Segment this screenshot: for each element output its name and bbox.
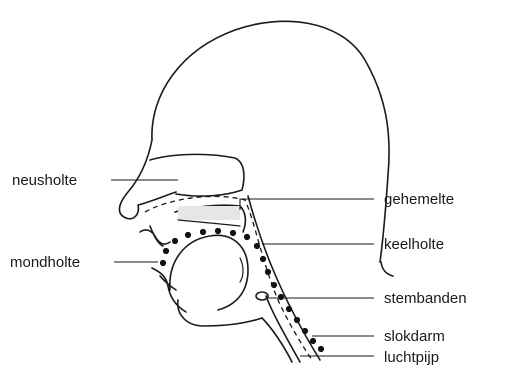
chin-jaw <box>178 300 262 326</box>
label-stembanden: stembanden <box>384 290 467 307</box>
label-mondholte: mondholte <box>10 254 80 271</box>
label-keelholte: keelholte <box>384 236 444 253</box>
palate-stippled-region <box>178 206 240 220</box>
palate-underside <box>178 220 240 226</box>
leader-gehemelte <box>240 199 374 210</box>
label-luchtpijp: luchtpijp <box>384 349 439 366</box>
back-of-neck <box>381 262 393 276</box>
lower-lip <box>152 268 186 312</box>
tongue <box>170 235 248 310</box>
label-gehemelte: gehemelte <box>384 191 454 208</box>
tongue-inner <box>240 258 243 282</box>
label-neusholte: neusholte <box>12 172 77 189</box>
head-outline <box>152 21 389 262</box>
label-slokdarm: slokdarm <box>384 328 445 345</box>
neck-back-line <box>248 196 320 360</box>
nose-outline <box>119 140 176 219</box>
nasal-cavity <box>150 154 244 196</box>
